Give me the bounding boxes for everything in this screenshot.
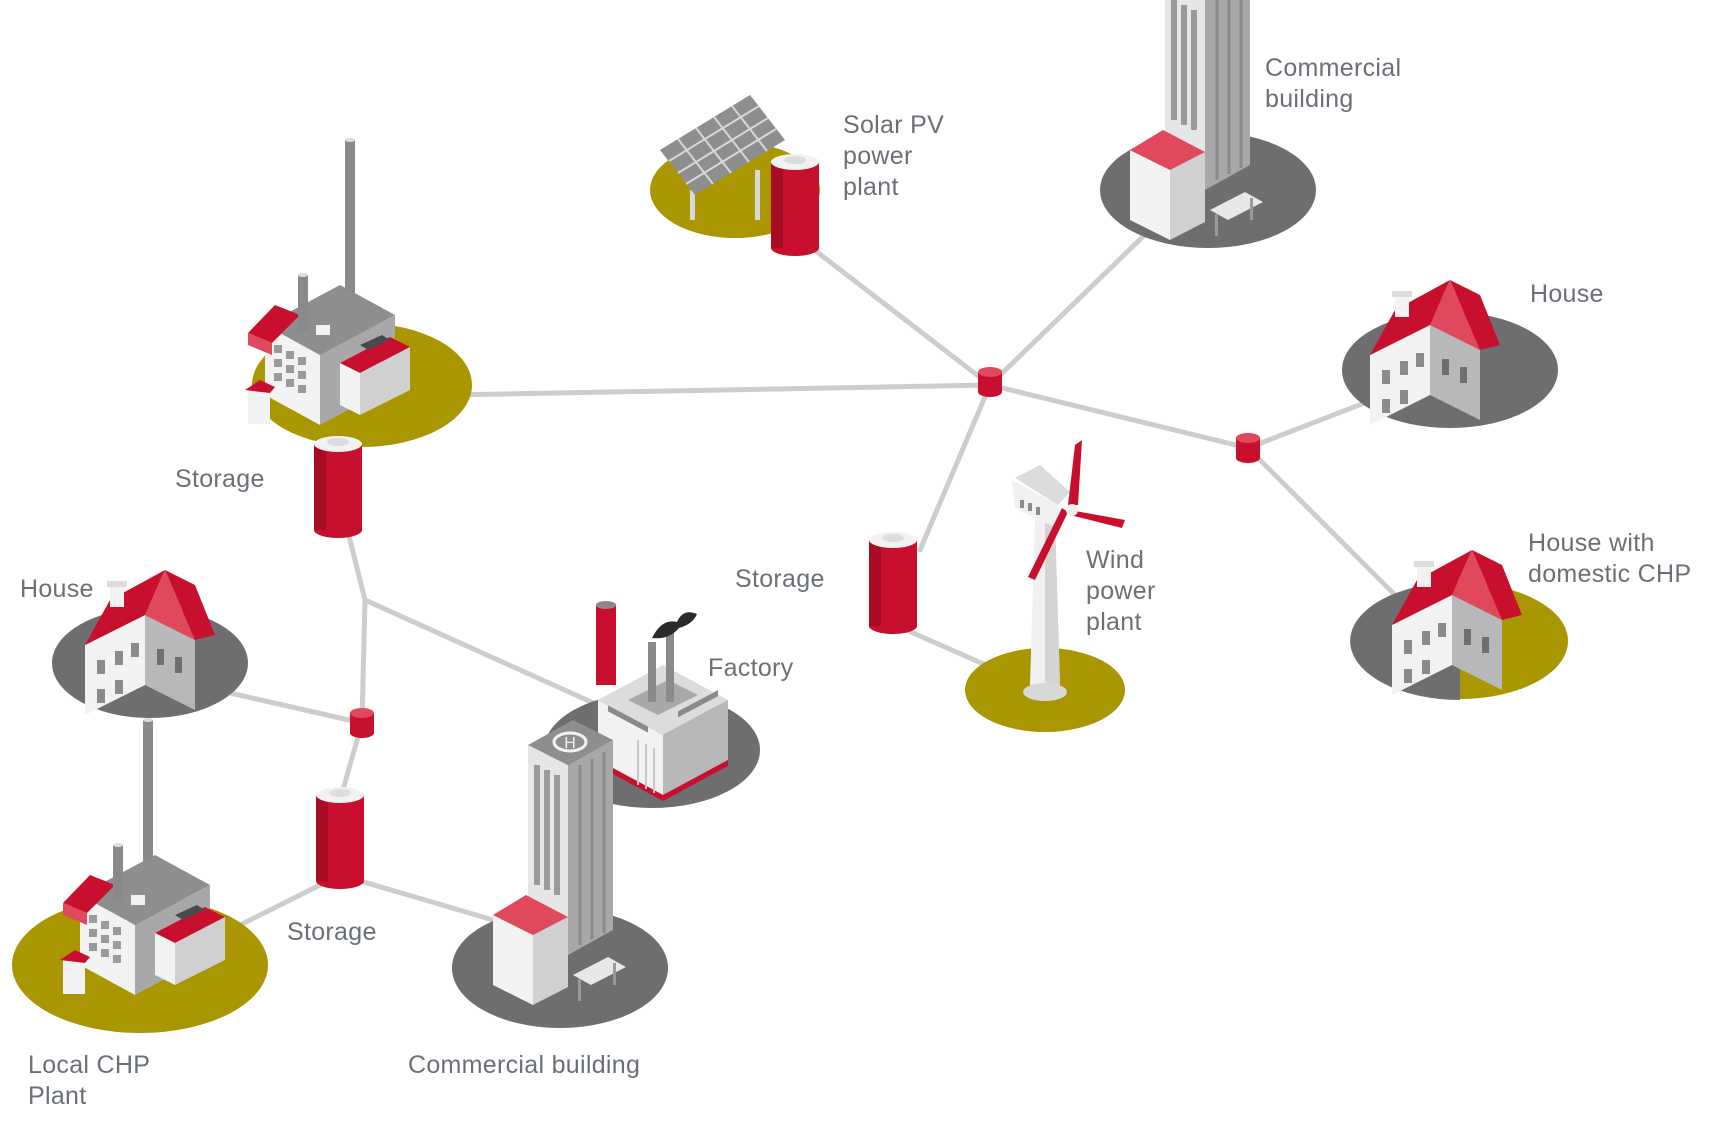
line-hub-to-node-right [987, 382, 1251, 451]
line-solar-to-hub [792, 232, 993, 388]
label-factory: Factory [708, 654, 794, 682]
label-storage-left: Storage [175, 465, 265, 493]
line-storage-to-commercial [337, 872, 513, 928]
label-house-left: House [20, 575, 94, 603]
factory-icon [597, 611, 729, 802]
commercial-building-bottom [452, 718, 668, 1028]
label-storage-bottom: Storage [287, 918, 377, 946]
junction-node-icon [978, 367, 1002, 397]
wind-power-plant [965, 440, 1125, 732]
label-commercial-building-bottom: Commercial building [408, 1051, 641, 1079]
house-domestic-chp [1350, 550, 1568, 700]
storage-cylinder-icon [316, 787, 364, 889]
house-left [52, 570, 248, 718]
power-plant-icon [60, 843, 225, 995]
line-commercial-to-hub [987, 217, 1163, 388]
office-building-icon [1128, 0, 1265, 242]
line-node-to-house-chp [1245, 445, 1408, 608]
local-chp-plant [12, 718, 268, 1033]
commercial-building-top [1100, 0, 1316, 248]
storage-cylinder-icon [314, 436, 362, 538]
office-building-icon [491, 718, 628, 1007]
line-plant-to-hub [447, 382, 993, 398]
wind-turbine-icon [1028, 440, 1125, 580]
house-right [1342, 280, 1558, 428]
line-to-factory [362, 597, 623, 718]
label-house-right: House [1530, 280, 1604, 308]
junction-node-icon [1236, 433, 1260, 463]
label-storage-center: Storage [735, 565, 825, 593]
line-hub-to-storage [917, 382, 993, 553]
power-plant-top-left [245, 138, 472, 447]
connection-lines [192, 217, 1408, 938]
solar-pv-plant [650, 94, 820, 256]
line-to-left-node [359, 597, 368, 726]
junction-node-icon [350, 708, 374, 738]
storage-cylinder-icon [869, 532, 917, 634]
power-plant-icon [245, 273, 410, 425]
storage-cylinder-icon [771, 154, 819, 256]
